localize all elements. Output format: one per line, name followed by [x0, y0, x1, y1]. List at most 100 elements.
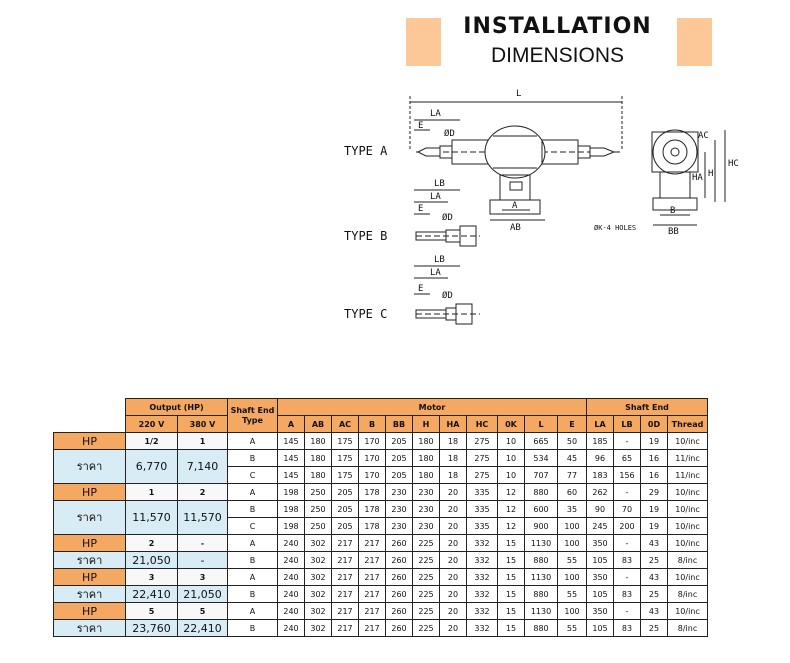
shaft-value: 10/inc	[667, 602, 708, 620]
motor-value: 100	[557, 568, 587, 586]
shaft-value: 350	[586, 568, 614, 586]
motor-value: 260	[385, 602, 413, 620]
header-motor-col: HA	[439, 415, 467, 433]
dim-label-h: H	[708, 169, 713, 179]
dim-label-e-c: E	[418, 284, 423, 294]
shaft-value: -	[613, 602, 641, 620]
shaft-end-type: A	[227, 534, 278, 552]
page-subtitle: DIMENSIONS	[490, 44, 624, 67]
shaft-value: 10/inc	[667, 534, 708, 552]
dim-label-la-b: LA	[430, 192, 441, 202]
motor-value: 18	[439, 466, 467, 484]
header-220v: 220 V	[125, 415, 178, 433]
installation-drawing: L LA E ØD A AB AC HA H HC B BB ØK-4 HOLE…	[344, 89, 739, 325]
motor-value: 12	[497, 517, 525, 535]
motor-value: 55	[557, 585, 587, 603]
shaft-end-type: C	[227, 517, 278, 535]
shaft-value: 96	[586, 449, 614, 467]
motor-value: 217	[358, 568, 386, 586]
shaft-value: 105	[586, 619, 614, 637]
motor-value: 230	[412, 500, 440, 518]
header-motor-col: L	[524, 415, 558, 433]
dim-label-a: A	[512, 201, 518, 211]
motor-value: 225	[412, 551, 440, 569]
motor-value: 20	[439, 517, 467, 535]
motor-value: 1130	[524, 568, 558, 586]
motor-value: 332	[466, 568, 498, 586]
shaft-value: 105	[586, 585, 614, 603]
motor-value: 250	[304, 500, 332, 518]
header-motor-col: E	[557, 415, 587, 433]
header-shaft-col: LA	[586, 415, 614, 433]
motor-value: 332	[466, 551, 498, 569]
shaft-value: 11/inc	[667, 449, 708, 467]
motor-value: 145	[277, 466, 305, 484]
dim-label-hc: HC	[728, 159, 739, 169]
motor-value: 217	[331, 551, 359, 569]
shaft-value: 183	[586, 466, 614, 484]
shaft-value: 185	[586, 432, 614, 450]
shaft-value: -	[613, 568, 641, 586]
motor-value: 175	[331, 449, 359, 467]
motor-value: 1130	[524, 602, 558, 620]
decorative-bar-left	[406, 18, 441, 66]
motor-value: 260	[385, 534, 413, 552]
dim-label-ac: AC	[698, 131, 709, 141]
motor-value: 180	[304, 432, 332, 450]
motor-value: 100	[557, 602, 587, 620]
motor-value: 225	[412, 585, 440, 603]
header-shaft-end: Shaft End	[586, 398, 708, 416]
shaft-value: -	[613, 534, 641, 552]
motor-value: 230	[412, 517, 440, 535]
shaft-value: 90	[586, 500, 614, 518]
motor-value: 12	[497, 483, 525, 501]
motor-value: 260	[385, 585, 413, 603]
motor-value: 225	[412, 568, 440, 586]
output-hp-220v: 1/2	[125, 432, 178, 450]
motor-value: 217	[358, 602, 386, 620]
price-380v: 11,570	[177, 500, 228, 535]
shaft-value: 16	[640, 466, 668, 484]
price-label: ราคา	[53, 585, 126, 603]
shaft-end-type: B	[227, 449, 278, 467]
type-b-label: TYPE B	[344, 229, 387, 243]
header-output: Output (HP)	[125, 398, 228, 416]
shaft-value: 70	[613, 500, 641, 518]
motor-value: 534	[524, 449, 558, 467]
motor-value: 205	[385, 466, 413, 484]
price-label: ราคา	[53, 619, 126, 637]
shaft-value: 8/inc	[667, 619, 708, 637]
motor-value: 335	[466, 500, 498, 518]
shaft-value: 10/inc	[667, 483, 708, 501]
motor-value: 275	[466, 449, 498, 467]
motor-value: 10	[497, 449, 525, 467]
shaft-value: 65	[613, 449, 641, 467]
shaft-value: 8/inc	[667, 551, 708, 569]
motor-value: 260	[385, 619, 413, 637]
motor-value: 35	[557, 500, 587, 518]
price-220v: 22,410	[125, 585, 178, 603]
motor-value: 332	[466, 534, 498, 552]
motor-value: 230	[385, 500, 413, 518]
motor-value: 335	[466, 517, 498, 535]
dim-label-e-b: E	[418, 204, 423, 214]
motor-value: 225	[412, 534, 440, 552]
motor-value: 332	[466, 585, 498, 603]
output-hp-380v: -	[177, 534, 228, 552]
motor-value: 302	[304, 619, 332, 637]
motor-value: 302	[304, 585, 332, 603]
shaft-end-type: A	[227, 432, 278, 450]
dim-label-od-c: ØD	[442, 290, 453, 301]
shaft-value: 10/inc	[667, 432, 708, 450]
motor-value: 15	[497, 619, 525, 637]
motor-value: 205	[331, 483, 359, 501]
header-motor-col: AB	[304, 415, 332, 433]
header-motor-col: H	[412, 415, 440, 433]
motor-value: 100	[557, 534, 587, 552]
type-a-label: TYPE A	[344, 144, 388, 158]
motor-value: 225	[412, 602, 440, 620]
